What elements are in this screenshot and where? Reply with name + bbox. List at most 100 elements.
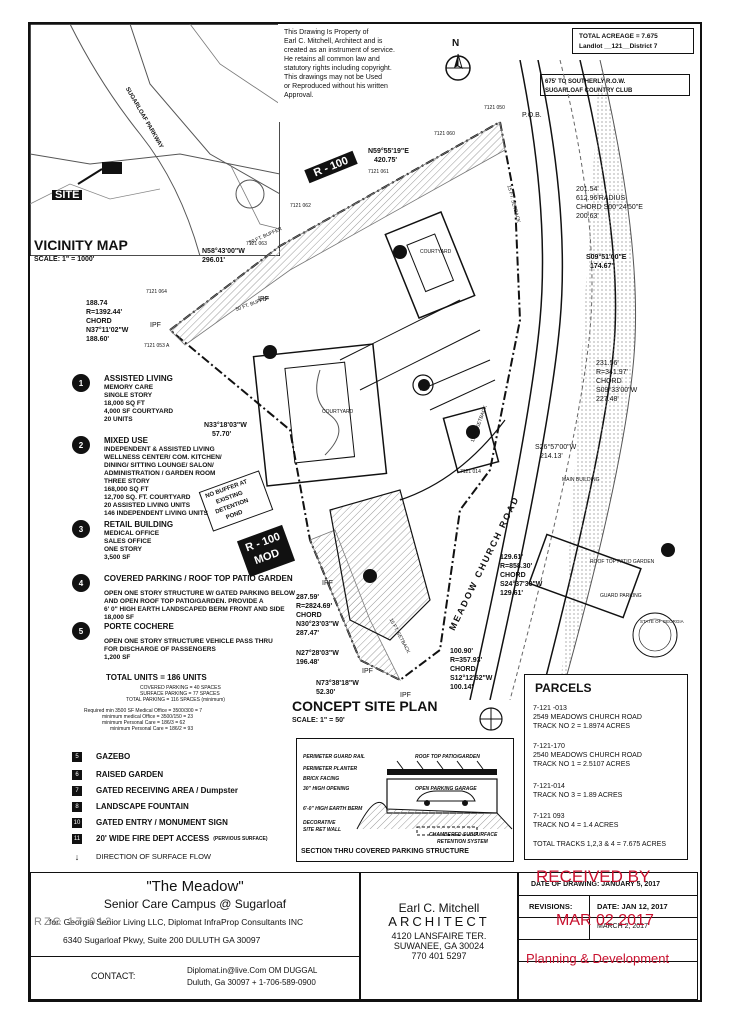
ipf-label: IPF xyxy=(150,322,161,329)
section-label: ROOF TOP PATIO/GARDEN xyxy=(415,754,480,760)
site-marker xyxy=(102,162,122,174)
distance-label: 296.01' xyxy=(202,257,226,264)
parcel-acreage: TRACK NO 3 = 1.89 ACRES xyxy=(533,792,623,799)
legend-item: 1 ASSISTED LIVING MEMORY CARE SINGLE STO… xyxy=(72,374,173,424)
legend-item: 5 PORTE COCHERE OPEN ONE STORY STRUCTURE… xyxy=(72,622,273,662)
contact-email: Diplomat.in@live.Com OM DUGGAL xyxy=(187,966,318,975)
distance-label: 420.75' xyxy=(374,157,398,164)
marker-3 xyxy=(466,425,480,439)
legend-line: FOR DISCHARGE OF PASSENGERS xyxy=(104,646,216,653)
revision-divider xyxy=(519,895,697,896)
legend-number: 4 xyxy=(72,574,90,592)
project-name: "The Meadow" xyxy=(146,878,244,895)
legend-label: 20' WIDE FIRE DEPT ACCESS xyxy=(96,834,210,843)
site-label: SITE xyxy=(52,190,83,201)
contact-block: CONTACT: Diplomat.in@live.Com OM DUGGAL … xyxy=(30,956,360,1000)
curve-label: 188.74 xyxy=(86,300,108,307)
legend-line: MEDICAL OFFICE xyxy=(104,530,160,537)
parking-requirement: minimum Personal Care = 186/3 = 62 xyxy=(102,720,186,726)
bearing-label: N27°28'03"W xyxy=(296,650,339,657)
legend-line: 1,200 SF xyxy=(104,654,131,661)
vicinity-road-6 xyxy=(30,183,161,205)
legend-text: RETAIL BUILDING MEDICAL OFFICE SALES OFF… xyxy=(104,520,173,562)
road-edge xyxy=(469,60,544,700)
vicinity-map-title: VICINITY MAP xyxy=(34,237,128,253)
legend-line: INDEPENDENT & ASSISTED LIVING xyxy=(104,446,215,453)
project-client: for: Georgia Senior Living LLC, Diplomat… xyxy=(49,917,304,927)
vicinity-road-4 xyxy=(189,24,280,105)
bearing-label: N33°18'03"W xyxy=(204,422,247,429)
parking-requirement: Required min 3500 SF Medical Office = 35… xyxy=(84,708,203,714)
legend-line: DINING/ SITTING LOUNGE/ SALON/ xyxy=(104,462,214,469)
legend-symbol: 11 xyxy=(72,834,82,844)
legend-item: 3 RETAIL BUILDING MEDICAL OFFICE SALES O… xyxy=(72,520,173,562)
parcel-id: 7121 053 A xyxy=(144,343,170,349)
legend-line: OPEN ONE STORY STRUCTURE W/ GATED PARKIN… xyxy=(104,590,296,597)
bearing-label: S09°51'00"E xyxy=(586,254,627,261)
north-arrow-half xyxy=(454,54,458,68)
landlot: Landlot __121__District 7 xyxy=(579,43,658,50)
legend-line: ADMINISTRATION / GARDEN ROOM xyxy=(104,470,216,477)
vicinity-interchange xyxy=(235,179,265,209)
total-units: TOTAL UNITS = 186 UNITS xyxy=(106,673,207,682)
copyright-line: or Reproduced without his written xyxy=(284,83,388,90)
section-label: SITE RET WALL xyxy=(303,827,342,833)
covered-parking-structure xyxy=(329,489,431,641)
legend-number: 2 xyxy=(72,436,90,454)
legend-line: 20 UNITS xyxy=(104,416,133,423)
parcel-id: 7121 060 xyxy=(434,131,455,137)
small-legend-item: 11 20' WIDE FIRE DEPT ACCESS (PERVIOUS S… xyxy=(72,834,268,844)
copyright-line: created as an instrument of service. xyxy=(284,47,395,54)
parcel-id: 7121 063 xyxy=(246,241,267,247)
curve-label: N37°11'02"W xyxy=(86,327,129,334)
distance-label: 57.70' xyxy=(212,431,232,438)
ipf-label: IPF xyxy=(400,692,411,699)
vicinity-map xyxy=(30,24,280,256)
vicinity-map-scale: SCALE: 1" = 1000' xyxy=(34,256,95,263)
section-label: BRICK FACING xyxy=(303,776,340,782)
project-block: "The Meadow" Senior Care Campus @ Sugarl… xyxy=(30,872,360,958)
legend-symbol: 10 xyxy=(72,818,82,828)
architect-name: Earl C. Mitchell xyxy=(398,901,480,915)
architect-address: SUWANEE, GA 30024 xyxy=(393,941,485,951)
section-label: PERIMETER PLANTER xyxy=(303,766,358,772)
architect-title: ARCHITECT xyxy=(388,914,490,929)
legend-line: 3,500 SF xyxy=(104,554,131,561)
ipf-label: IPF xyxy=(362,668,373,675)
curve-label: R=341.97' xyxy=(596,369,628,376)
architect-block: Earl C. Mitchell ARCHITECT 4120 LANSFAIR… xyxy=(360,872,518,1000)
bearing-label: N73°38'18"W xyxy=(316,680,359,687)
contact-phone: Duluth, Ga 30097 + 1-706-589-0900 xyxy=(187,978,316,987)
legend-line: OPEN ONE STORY STRUCTURE VEHICLE PASS TH… xyxy=(104,638,273,645)
parcel-acreage: TRACK NO 2 = 1.8974 ACRES xyxy=(533,723,631,730)
legend-line: 20 ASSISTED LIVING UNITS xyxy=(104,502,191,509)
parcel-address: 2549 MEADOWS CHURCH ROAD xyxy=(533,714,642,721)
curve-label: 201.54' xyxy=(576,186,599,193)
parcel-id: 7121 014 xyxy=(460,469,481,475)
parcel-id: 7-121 -013 xyxy=(533,705,567,712)
vicinity-road-1 xyxy=(69,24,201,256)
curve-label: N30°23'03"W xyxy=(296,621,339,628)
curve-label: S24°37'30"W xyxy=(500,581,543,588)
revision-divider xyxy=(519,961,697,962)
small-legend-item: 5 GAZEBO xyxy=(72,752,130,762)
curve-label: 231.56' xyxy=(596,360,619,367)
concept-site-plan xyxy=(168,60,678,700)
retention-system xyxy=(416,826,478,836)
legend-text: ASSISTED LIVING MEMORY CARE SINGLE STORY… xyxy=(104,374,173,424)
section-label: RETENTION SYSTEM xyxy=(437,839,488,845)
curve-label: R=2824.69' xyxy=(296,603,333,610)
curve-label: 227.48' xyxy=(596,396,619,403)
architect-seal-inner xyxy=(638,618,672,652)
legend-label: LANDSCAPE FOUNTAIN xyxy=(96,802,189,811)
roof-top-label: ROOF TOP PATIO GARDEN xyxy=(590,559,655,565)
small-legend-item: 8 LANDSCAPE FOUNTAIN xyxy=(72,802,189,812)
legend-line: 6' 0" HIGH EARTH LANDSCAPED BERM FRONT A… xyxy=(104,606,285,613)
revision-divider xyxy=(589,895,590,939)
small-legend-item: ↓ DIRECTION OF SURFACE FLOW xyxy=(72,852,211,862)
copyright-line: He retains all common law and xyxy=(284,56,380,63)
section-label: OPEN PARKING GARAGE xyxy=(415,786,477,792)
parking-count: TOTAL PARKING = 116 SPACES (minimum) xyxy=(126,697,225,703)
drawing-sheet xyxy=(28,22,702,1002)
curve-label: R=357.93' xyxy=(450,657,483,664)
